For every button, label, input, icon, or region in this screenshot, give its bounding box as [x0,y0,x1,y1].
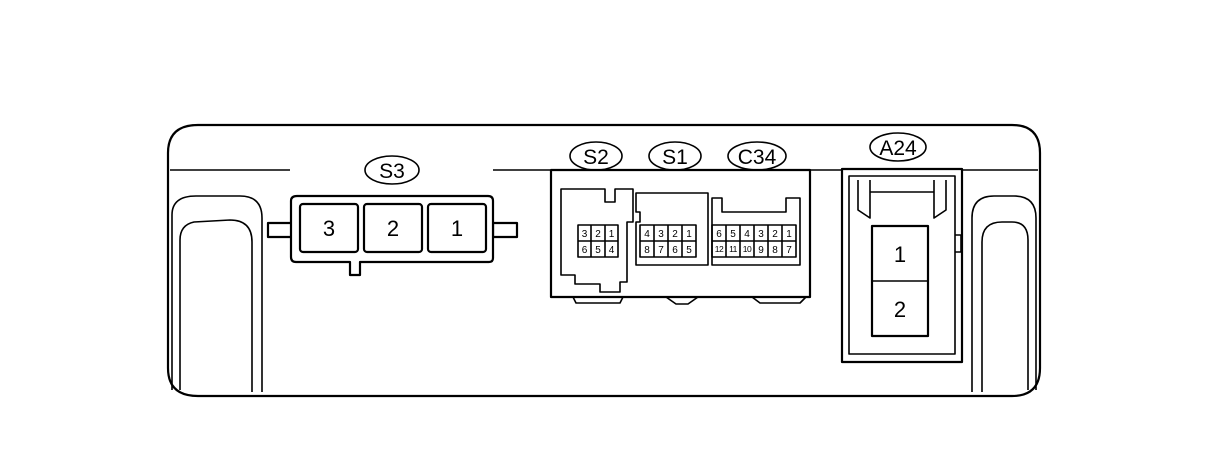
s1-pin: 7 [658,245,664,256]
s2-pin: 3 [582,229,588,240]
connector-c34-label: C34 [738,146,777,169]
s1-pin: 3 [658,229,664,240]
c34-pin: 4 [744,229,750,240]
connector-s3-label-oval [364,155,420,185]
s1-pin: 4 [644,229,650,240]
ecu-housing [166,123,1042,398]
connector-a24-label: A24 [879,137,917,160]
connector-a24-label-oval [869,132,927,162]
c34-pin: 6 [716,229,722,240]
a24-pin: 2 [894,297,906,322]
c34-pin: 8 [772,245,778,256]
c34-pin: 5 [730,229,736,240]
c34-pin: 3 [758,229,764,240]
c34-pin: 11 [729,244,738,254]
s2-pin: 2 [595,229,601,240]
a24-pin: 1 [894,242,906,267]
s1-pin: 2 [672,229,678,240]
c34-pin: 9 [758,245,764,256]
s3-pin: 1 [451,216,463,241]
s2-pin: 4 [609,245,615,256]
connector-s2-label: S2 [583,146,609,169]
c34-pin: 1 [786,229,792,240]
c34-pin: 2 [772,229,778,240]
c34-pin: 7 [786,245,792,256]
connector-s3: S3 3 2 1 [266,155,519,277]
connector-s3-label: S3 [379,160,405,183]
s2-pin: 1 [609,229,615,240]
c34-pin: 10 [743,244,752,254]
s2-pin: 6 [582,245,588,256]
s1-pin: 6 [672,245,678,256]
connector-s1-label: S1 [662,146,688,169]
connector-block-s2-s1-c34: S2 S1 C34 3 2 1 [549,141,812,305]
connector-a24: A24 1 2 [840,132,964,364]
s2-pin: 5 [595,245,601,256]
s3-pin: 3 [323,216,335,241]
s1-pin: 8 [644,245,650,256]
s1-pin: 5 [686,245,692,256]
c34-pin: 12 [715,244,724,254]
s1-pin: 1 [686,229,692,240]
s3-pin: 2 [387,216,399,241]
